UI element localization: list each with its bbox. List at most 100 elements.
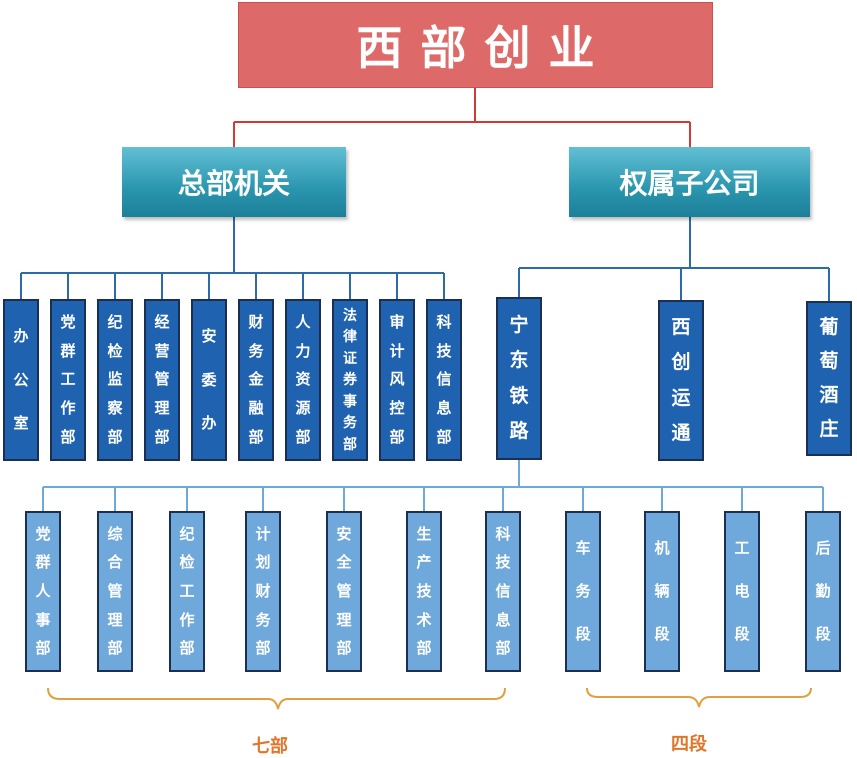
headquarters-title: 总部机关 [177, 167, 290, 200]
label-char: 检 [179, 553, 195, 572]
label-char: 风 [389, 370, 405, 389]
label-char: 辆 [654, 582, 670, 600]
label-char: 室 [13, 413, 29, 432]
unit-box: 计划财务部 [245, 511, 281, 672]
label-char: 铁 [509, 384, 529, 407]
label-char: 财 [255, 581, 271, 600]
label-char: 务 [255, 610, 271, 629]
unit-box: 综合管理部 [97, 511, 133, 672]
label-char: 力 [295, 341, 311, 360]
label-char: 纪 [179, 524, 195, 543]
label-char: 庄 [819, 418, 839, 440]
label-char: 后 [815, 539, 831, 557]
label-char: 控 [389, 399, 405, 418]
label-char: 营 [154, 341, 170, 360]
label-char: 金 [248, 370, 264, 389]
label-char: 技 [495, 553, 511, 572]
label-char: 段 [815, 625, 831, 643]
label-char: 路 [509, 420, 529, 443]
label-char: 勤 [815, 582, 831, 600]
root-title-box: 西部创业 [238, 2, 713, 88]
label-char: 息 [436, 399, 452, 418]
label-char: 运 [671, 386, 691, 409]
label-char: 法 [343, 307, 357, 324]
dept-box: 经营管理部 [144, 299, 180, 461]
label-char: 葡 [819, 316, 839, 338]
label-char: 管 [107, 581, 123, 600]
label-char: 管 [336, 581, 352, 600]
dept-box: 党群工作部 [50, 299, 86, 461]
label-char: 安 [201, 327, 217, 346]
label-char: 息 [495, 610, 511, 629]
label-char: 科 [495, 524, 511, 543]
label-char: 办 [13, 327, 29, 346]
brace-sections [586, 687, 812, 708]
dept-box: 纪检监察部 [97, 299, 133, 461]
label-char: 全 [336, 553, 352, 572]
subsidiaries-box: 权属子公司 [569, 147, 810, 217]
label-char: 创 [671, 351, 691, 374]
label-char: 部 [436, 428, 452, 447]
label-char: 管 [154, 370, 170, 389]
brace-label-departments: 七部 [252, 736, 288, 757]
dept-box: 财务金融部 [238, 299, 274, 461]
unit-box: 工电段 [724, 511, 760, 672]
label-char: 务 [248, 341, 264, 360]
label-char: 计 [255, 524, 271, 543]
label-char: 办 [201, 413, 217, 432]
label-char: 产 [416, 553, 432, 572]
label-char: 作 [60, 399, 76, 418]
unit-box: 科技信息部 [485, 511, 521, 672]
label-char: 部 [295, 428, 311, 447]
label-char: 务 [343, 415, 357, 431]
label-char: 务 [575, 582, 591, 600]
unit-box: 车务段 [565, 511, 601, 672]
label-char: 划 [255, 553, 271, 572]
unit-box: 机辆段 [644, 511, 680, 672]
label-char: 资 [295, 370, 311, 389]
label-char: 群 [35, 553, 51, 572]
unit-box: 生产技术部 [406, 511, 442, 672]
label-char: 西 [671, 316, 691, 339]
label-char: 东 [509, 349, 529, 372]
label-char: 律 [343, 329, 357, 345]
label-char: 作 [179, 610, 195, 629]
dept-box: 审计风控部 [379, 299, 415, 461]
label-char: 部 [495, 639, 511, 658]
label-char: 工 [179, 581, 195, 600]
label-char: 萄 [819, 350, 839, 372]
label-char: 部 [107, 428, 123, 447]
label-char: 部 [154, 428, 170, 447]
label-char: 段 [654, 625, 670, 643]
label-char: 部 [255, 639, 271, 658]
label-char: 计 [389, 341, 405, 360]
label-char: 财 [248, 312, 264, 331]
label-char: 部 [35, 639, 51, 658]
company-box: 宁东铁路 [496, 297, 542, 460]
label-char: 部 [60, 428, 76, 447]
brace-departments [47, 687, 506, 710]
label-char: 监 [107, 370, 123, 389]
label-char: 技 [416, 581, 432, 600]
label-char: 生 [416, 524, 432, 543]
label-char: 源 [295, 399, 311, 418]
label-char: 部 [107, 639, 123, 658]
root-title: 西部创业 [356, 21, 613, 75]
label-char: 人 [295, 312, 311, 331]
label-char: 合 [107, 553, 123, 572]
label-char: 信 [436, 370, 452, 389]
label-char: 理 [336, 610, 352, 629]
unit-box: 党群人事部 [25, 511, 61, 672]
label-char: 部 [248, 428, 264, 447]
label-char: 事 [343, 393, 357, 410]
label-char: 信 [495, 581, 511, 600]
label-char: 宁 [509, 313, 529, 336]
label-char: 部 [343, 436, 357, 453]
label-char: 部 [179, 639, 195, 658]
dept-box: 办公室 [3, 299, 39, 461]
label-char: 段 [734, 625, 750, 643]
label-char: 委 [201, 370, 217, 389]
label-char: 工 [60, 370, 76, 389]
label-char: 综 [107, 524, 123, 543]
